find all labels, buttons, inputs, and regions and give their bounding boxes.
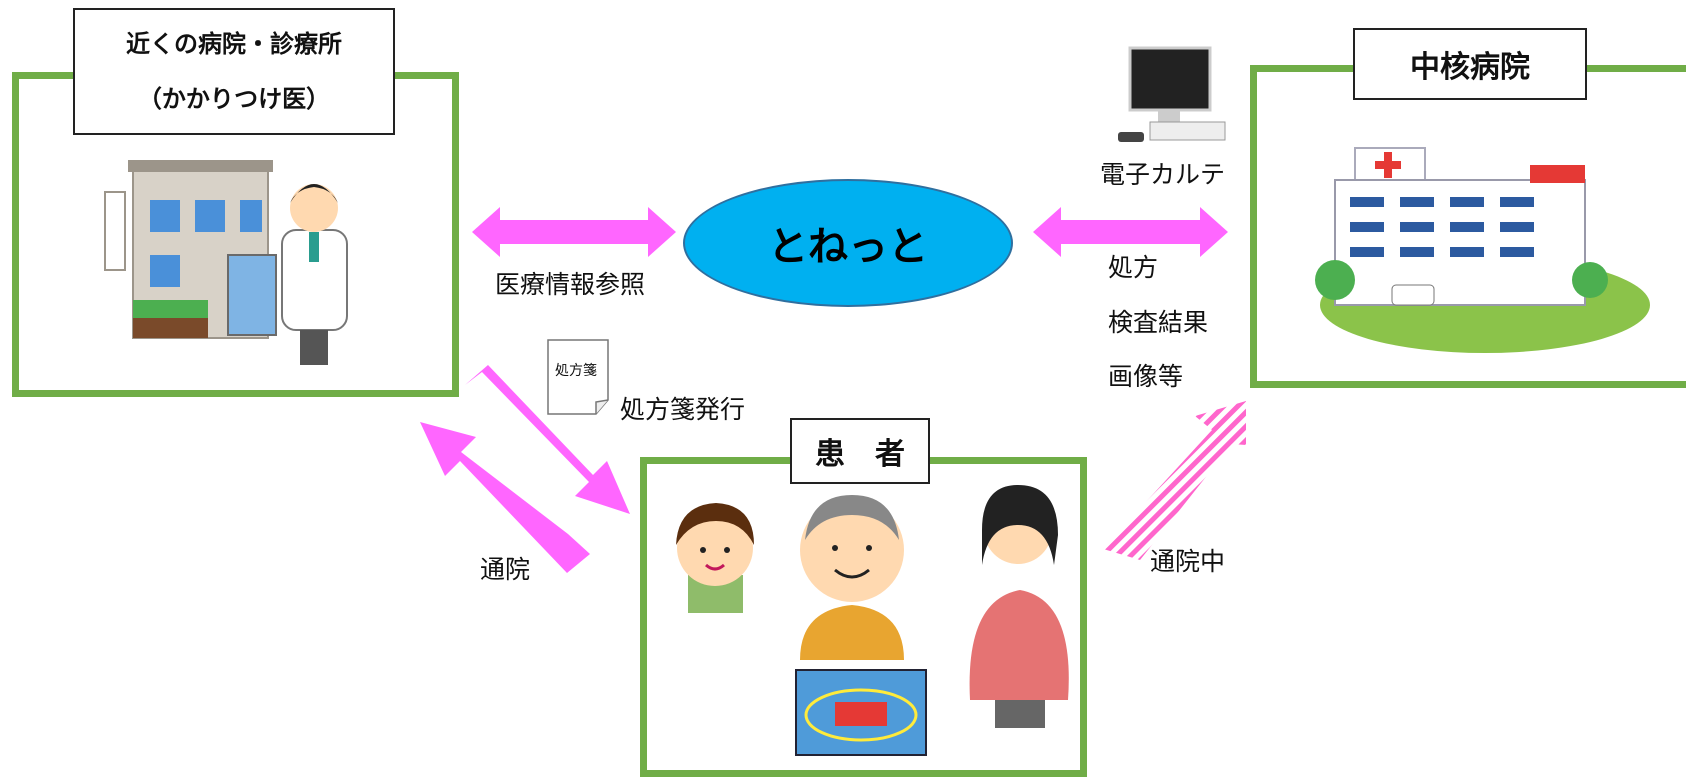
hospital-title: 中核病院 bbox=[1410, 50, 1530, 85]
arrow-hub-hospital bbox=[1033, 207, 1228, 257]
tonet-card-icon bbox=[795, 669, 927, 756]
hospital-title-box: 中核病院 bbox=[1353, 28, 1587, 100]
prescription-document-icon bbox=[547, 339, 609, 415]
elderly-man-icon bbox=[800, 495, 904, 660]
patient-title: 患 者 bbox=[815, 437, 905, 472]
clinic-title-box: 近くの病院・診療所 （かかりつけ医） bbox=[73, 8, 395, 135]
prescription-doc-label: 処方箋 bbox=[555, 363, 597, 379]
child-icon bbox=[676, 503, 754, 613]
pregnant-woman-icon bbox=[969, 485, 1069, 728]
doctor-icon bbox=[281, 184, 348, 365]
tonet-hub-label: とねっと bbox=[768, 224, 928, 270]
arrow-clinic-to-patient bbox=[465, 365, 630, 514]
clinic-title-line2: （かかりつけ医） bbox=[137, 84, 331, 113]
data-item-test-results: 検査結果 bbox=[1108, 308, 1209, 337]
arrow-patient-to-clinic bbox=[420, 422, 590, 573]
emr-label: 電子カルテ bbox=[1100, 160, 1226, 189]
hospital-visit-label: 通院中 bbox=[1150, 547, 1226, 576]
arrow-patient-to-hospital bbox=[1100, 401, 1246, 560]
computer-icon bbox=[1118, 46, 1226, 142]
clinic-building-icon bbox=[104, 160, 277, 339]
patient-title-box: 患 者 bbox=[790, 418, 930, 484]
data-item-images: 画像等 bbox=[1108, 362, 1184, 391]
hospital-building-icon bbox=[1315, 147, 1650, 353]
clinic-title-line1: 近くの病院・診療所 bbox=[126, 29, 342, 58]
data-item-prescription: 処方 bbox=[1108, 253, 1159, 282]
medical-info-reference-label: 医療情報参照 bbox=[495, 270, 646, 299]
clinic-visit-label: 通院 bbox=[480, 555, 531, 584]
arrow-clinic-hub bbox=[472, 207, 676, 257]
tonet-hub: とねっと bbox=[683, 179, 1013, 307]
prescription-issue-label: 処方箋発行 bbox=[620, 395, 746, 424]
